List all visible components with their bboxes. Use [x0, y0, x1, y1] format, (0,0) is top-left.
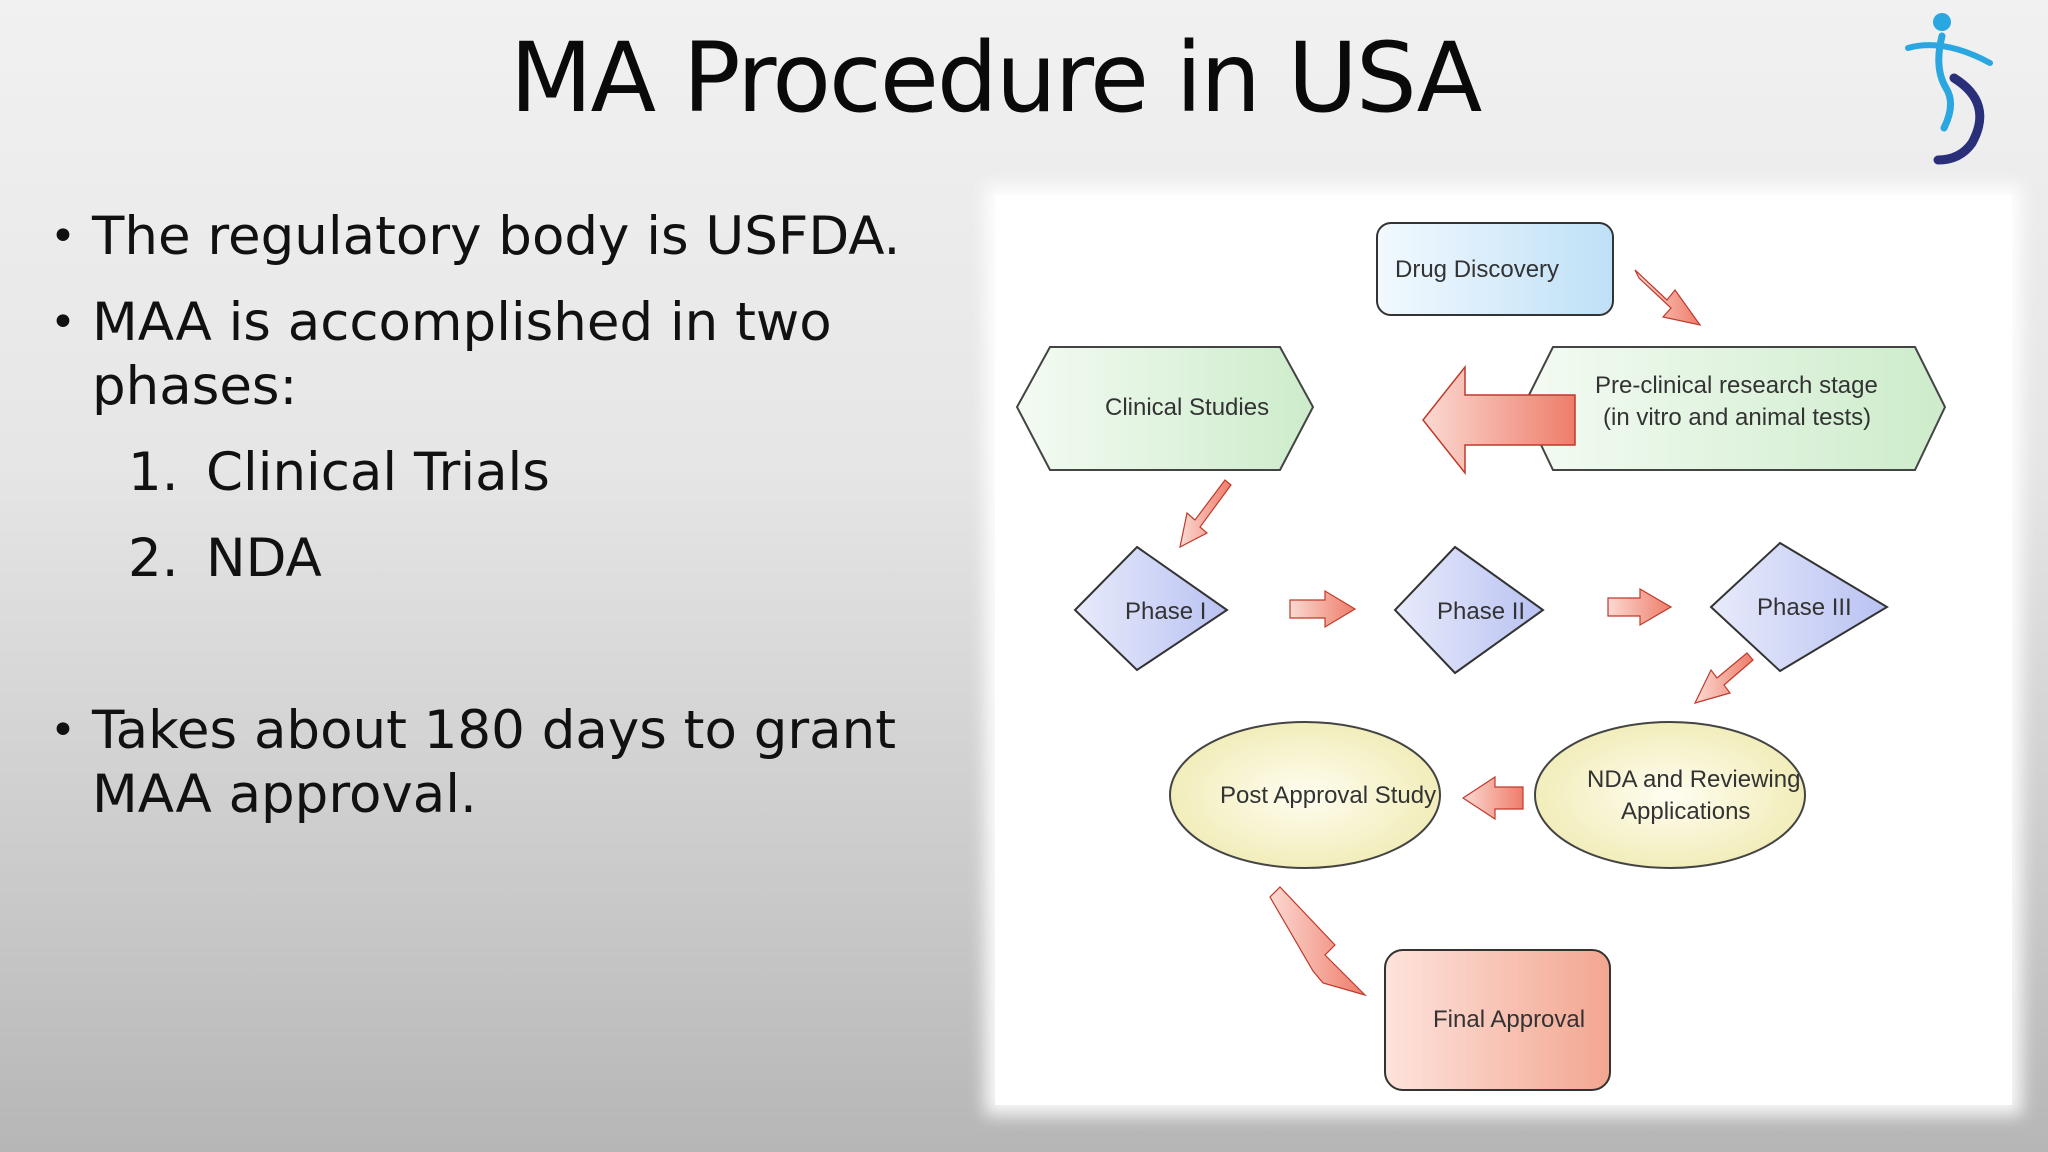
- arrow-drug-to-preclinical: [1634, 269, 1702, 326]
- bullet-dot: •: [50, 211, 76, 262]
- bullet-text: The regulatory body is USFDA.: [92, 206, 901, 267]
- node-label: (in vitro and animal tests): [1603, 404, 1871, 431]
- arrow-phase2-to-phase3: [1607, 587, 1673, 627]
- node-preclinical: Pre-clinical research stage (in vitro an…: [1521, 346, 1947, 471]
- arrow-nda-to-post-approval: [1461, 775, 1524, 821]
- arrow-clinical-to-phase1: [1179, 479, 1232, 549]
- node-phase-2: Phase II: [1393, 545, 1545, 675]
- bullet-dot: •: [50, 297, 76, 348]
- node-drug-discovery: Drug Discovery: [1376, 222, 1614, 316]
- node-phase-3: Phase III: [1709, 541, 1889, 673]
- node-label: NDA and Reviewing: [1587, 766, 1800, 793]
- node-final-approval: Final Approval: [1384, 949, 1611, 1091]
- node-label: Drug Discovery: [1395, 256, 1559, 283]
- slide-title: MA Procedure in USA: [509, 22, 1483, 134]
- flow-diagram-svg: Drug Discovery Pre-clinical research sta…: [1015, 222, 1947, 1091]
- bullet-text-continued: MAA approval.: [92, 764, 477, 825]
- node-label: Phase II: [1437, 598, 1525, 625]
- arrow-phase3-to-nda: [1693, 652, 1754, 704]
- node-label: Clinical Studies: [1105, 394, 1269, 421]
- numbered-index: 1.: [128, 442, 179, 503]
- node-clinical-studies: Clinical Studies: [1015, 346, 1315, 471]
- bullet-text: MAA is accomplished in two: [92, 292, 832, 353]
- node-label: Phase I: [1125, 598, 1206, 625]
- node-label: Final Approval: [1433, 1006, 1585, 1033]
- bullet-text-continued: phases:: [92, 356, 298, 417]
- node-label: Post Approval Study: [1220, 782, 1436, 809]
- node-nda: NDA and Reviewing Applications: [1534, 721, 1806, 869]
- bullet-text: Takes about 180 days to grant: [92, 700, 897, 761]
- numbered-text: NDA: [206, 528, 322, 589]
- arrow-preclinical-to-clinical: [1422, 364, 1576, 476]
- flow-diagram: Drug Discovery Pre-clinical research sta…: [995, 195, 2012, 1105]
- node-label: Applications: [1621, 798, 1750, 825]
- node-label: Phase III: [1757, 594, 1852, 621]
- bullet-dot: •: [50, 705, 76, 756]
- arrow-post-approval-to-final: [1269, 886, 1368, 997]
- node-label: Pre-clinical research stage: [1595, 372, 1878, 399]
- node-post-approval: Post Approval Study: [1169, 721, 1441, 869]
- numbered-index: 2.: [128, 528, 179, 589]
- arrow-phase1-to-phase2: [1289, 589, 1357, 629]
- node-phase-1: Phase I: [1073, 545, 1229, 672]
- logo-icon: [1905, 13, 1993, 165]
- numbered-text: Clinical Trials: [206, 442, 550, 503]
